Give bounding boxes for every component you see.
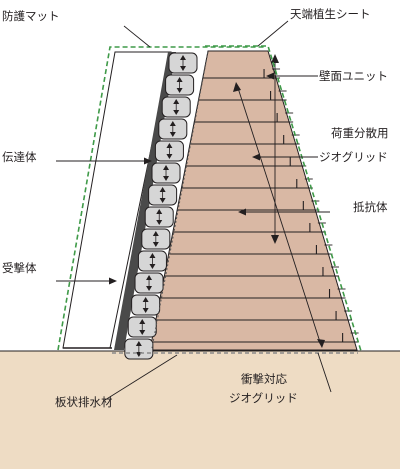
cell-arrow-head-down [166, 154, 173, 159]
geogrid-vertical-arrow-bottom [271, 235, 279, 244]
arrow-impact-body [109, 277, 117, 285]
cell-arrow-head-down [176, 88, 183, 93]
impact-geogrid-arrow-bottom [317, 339, 325, 348]
protection-mat-boundary [57, 46, 266, 351]
cell-arrow-head-up [149, 253, 156, 258]
cell-arrow-head-up [135, 341, 142, 346]
arrow-resistance [238, 208, 246, 216]
label-load-dispersion-line2: ジオグリッド [319, 150, 388, 164]
cell-arrow-head-up [166, 143, 173, 148]
cell-arrow-head-down [163, 176, 170, 181]
cell-arrow-head-up [159, 187, 166, 192]
leader-protection-mat [123, 25, 151, 48]
leader-impact-geogrid [317, 352, 332, 393]
cell-arrow-head-down [152, 242, 159, 247]
transmission-body [114, 51, 209, 360]
label-transmission-body: 伝達体 [2, 150, 37, 164]
geogrid-vertical-arrow-top [271, 54, 279, 63]
cell-arrow-head-up [176, 77, 183, 82]
label-impact-geogrid-line1: 衝撃対応 [241, 372, 287, 386]
label-resistance-body: 抵抗体 [353, 200, 388, 214]
cell-arrow-head-down [156, 220, 163, 225]
cell-arrow-head-down [180, 66, 186, 71]
cell-arrow-head-down [159, 198, 166, 203]
label-crest-vegetation-sheet: 天端植生シート [290, 7, 371, 21]
label-wall-face-unit: 壁面ユニット [319, 69, 388, 83]
cell-arrow-head-up [156, 209, 163, 214]
cell-arrow-head-down [149, 264, 156, 269]
cell-arrow-head-up [180, 55, 186, 60]
cell-arrow-head-down [142, 308, 149, 313]
leader-crest-sheet [257, 20, 289, 47]
cell-arrow-head-down [169, 132, 176, 137]
cell-arrow-head-up [146, 275, 153, 280]
cell-arrow-head-up [163, 165, 170, 170]
arrow-wall-unit [266, 72, 274, 80]
label-impact-receiving-body: 受撃体 [2, 261, 37, 275]
cell-arrow-head-up [142, 297, 149, 302]
cell-arrow-head-up [152, 231, 159, 236]
arrowheads [109, 72, 274, 285]
label-protection-mat: 防護マット [2, 9, 60, 23]
label-load-dispersion-line1: 荷重分散用 [331, 126, 389, 140]
arrow-geogrid-load [252, 153, 260, 161]
resistance-body [149, 50, 358, 351]
cell-arrow-head-down [146, 286, 153, 291]
arrow-transmission [144, 157, 152, 165]
leader-lines [56, 20, 332, 401]
label-impact-geogrid-line2: ジオグリッド [229, 391, 298, 405]
cell-arrow-head-up [173, 99, 180, 104]
wall-face-units-layers [151, 54, 359, 348]
cell-arrow-head-up [169, 121, 176, 126]
impact-geogrid-line [237, 87, 321, 343]
label-plate-drain: 板状排水材 [55, 395, 113, 409]
ground [0, 351, 400, 469]
leader-plate-drain [104, 354, 178, 401]
cell-arrow-head-down [173, 110, 180, 115]
impact-geogrid-arrow-top [233, 82, 241, 92]
cell-arrow-head-up [139, 319, 146, 324]
cell-arrow-head-down [139, 330, 146, 335]
crest-vegetation-sheet-boundary [205, 45, 362, 352]
